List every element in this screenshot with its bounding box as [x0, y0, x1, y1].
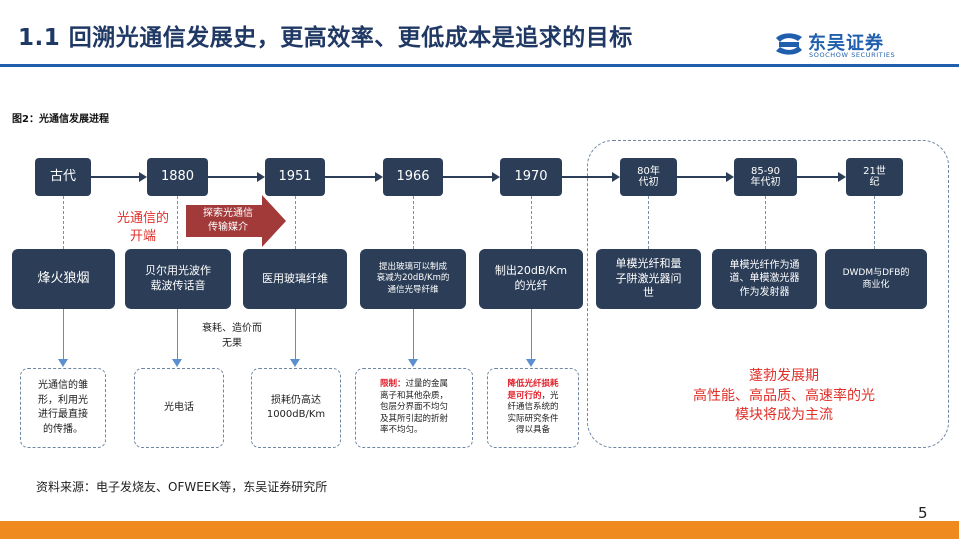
note-box: 限制：过量的金属 离子和其他杂质， 包层分界面不均匀 及其所引起的折射 率不均匀…: [355, 368, 473, 448]
timeline-connector: [443, 176, 492, 178]
page-number: 5: [918, 504, 928, 522]
timeline-year-node: 1970: [500, 158, 562, 196]
event-box: 制出20dB/Km 的光纤: [479, 249, 583, 309]
logo-mark-icon: [776, 33, 802, 55]
company-logo: 东吴证券 SOOCHOW SECURITIES: [774, 30, 924, 59]
feasibility-text: ，光 纤通信系统的 实际研究条件 得以具备: [507, 390, 559, 436]
event-box: 医用玻璃纤维: [243, 249, 347, 309]
timeline-connector: [208, 176, 257, 178]
timeline-connector: [677, 176, 726, 178]
timeline-year-node: 1880: [147, 158, 208, 196]
timeline-year-node: 85-90 年代初: [734, 158, 797, 196]
limitation-text: 过量的金属 离子和其他杂质， 包层分界面不均匀 及其所引起的折射 率不均匀。: [379, 379, 449, 436]
timeline-year-node: 1951: [265, 158, 325, 196]
down-arrow-line: [295, 309, 296, 361]
timeline-connector: [562, 176, 612, 178]
drop-line: [874, 196, 875, 249]
note-box: 降低光纤损耗 是可行的，光 纤通信系统的 实际研究条件 得以具备: [487, 368, 579, 448]
timeline-arrow-icon: [139, 172, 147, 182]
timeline-arrow-icon: [612, 172, 620, 182]
event-box: 单模光纤和量 子阱激光器问 世: [596, 249, 701, 309]
drop-line: [295, 196, 296, 249]
drop-line: [63, 196, 64, 249]
down-arrow-icon: [290, 359, 300, 367]
page-title: 1.1 回溯光通信发展史，更高效率、更低成本是追求的目标: [18, 25, 633, 51]
timeline-connector: [91, 176, 139, 178]
drop-line: [413, 196, 414, 249]
down-arrow-icon: [58, 359, 68, 367]
logo-english-name: SOOCHOW SECURITIES: [809, 51, 896, 59]
drop-line: [531, 196, 532, 249]
source-note: 资料来源：电子发烧友、OFWEEK等，东吴证券研究所: [36, 480, 328, 494]
origin-label: 光通信的 开端: [116, 211, 169, 244]
down-arrow-line: [177, 309, 178, 361]
timeline-arrow-icon: [726, 172, 734, 182]
timeline-year-node: 80年 代初: [620, 158, 677, 196]
timeline-year-node: 21世 纪: [846, 158, 903, 196]
logo-chinese-name: 东吴证券: [808, 33, 884, 54]
timeline-year-node: 古代: [35, 158, 91, 196]
event-box: 提出玻璃可以制成 衰减为20dB/Km的 通信光导纤维: [360, 249, 466, 309]
timeline-arrow-icon: [838, 172, 846, 182]
event-box: 单模光纤作为通 道、单模激光器 作为发射器: [712, 249, 817, 309]
era-region: [587, 140, 949, 448]
footer-bar: [0, 521, 959, 539]
down-arrow-icon: [172, 359, 182, 367]
note-box: 光电话: [134, 368, 224, 448]
feasibility-label: 降低光纤损耗 是可行的: [507, 379, 559, 401]
timeline-year-node: 1966: [383, 158, 443, 196]
drop-line: [648, 196, 649, 249]
down-arrow-line: [63, 309, 64, 361]
drop-line: [765, 196, 766, 249]
note-box: 光通信的雏 形，利用光 进行最直接 的传播。: [20, 368, 106, 448]
event-box: 贝尔用光波作 载波传话音: [125, 249, 231, 309]
timeline-connector: [797, 176, 838, 178]
event-box: 烽火狼烟: [12, 249, 115, 309]
timeline-arrow-icon: [375, 172, 383, 182]
timeline-arrow-icon: [257, 172, 265, 182]
era-description: 蓬勃发展期 高性能、高品质、高速率的光 模块将成为主流: [693, 368, 875, 424]
exploration-arrow-icon: [186, 195, 286, 247]
timeline-arrow-icon: [492, 172, 500, 182]
drop-line: [177, 196, 178, 249]
header-divider: [0, 64, 959, 67]
exploration-arrow-label: 探索光通信 传输媒介: [203, 208, 253, 233]
figure-caption: 图2：光通信发展进程: [12, 114, 109, 125]
loss-note: 衰耗、造价而 无果: [202, 323, 262, 349]
limitation-label: 限制：: [379, 379, 406, 390]
timeline-connector: [325, 176, 375, 178]
down-arrow-line: [531, 309, 532, 361]
event-box: DWDM与DFB的 商业化: [825, 249, 927, 309]
note-box: 损耗仍高达 1000dB/Km: [251, 368, 341, 448]
down-arrow-line: [413, 309, 414, 361]
down-arrow-icon: [526, 359, 536, 367]
down-arrow-icon: [408, 359, 418, 367]
